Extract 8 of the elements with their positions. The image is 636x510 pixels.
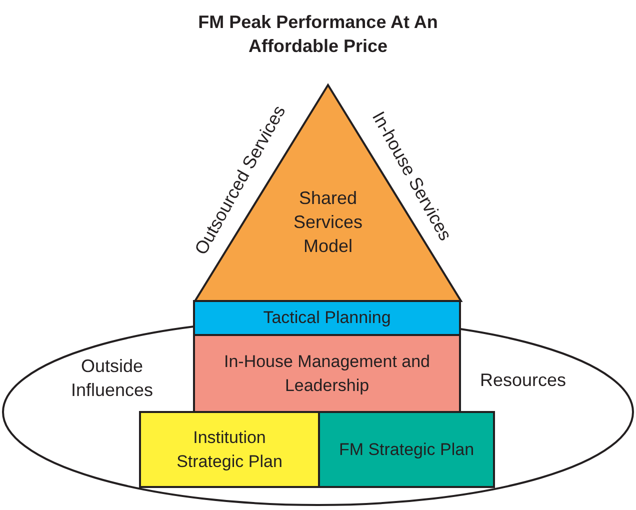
region-label: Outside Influences	[70, 355, 154, 402]
triangle-label: Shared Services Model	[292, 187, 364, 258]
layer-box: FM Strategic Plan	[318, 411, 495, 488]
layer-box: Institution Strategic Plan	[139, 411, 320, 488]
title: FM Peak Performance At An Affordable Price	[198, 11, 438, 58]
layer-box: Tactical Planning	[193, 300, 461, 336]
layer-box: In-House Management and Leadership	[193, 334, 461, 413]
region-label: Resources	[478, 369, 568, 392]
